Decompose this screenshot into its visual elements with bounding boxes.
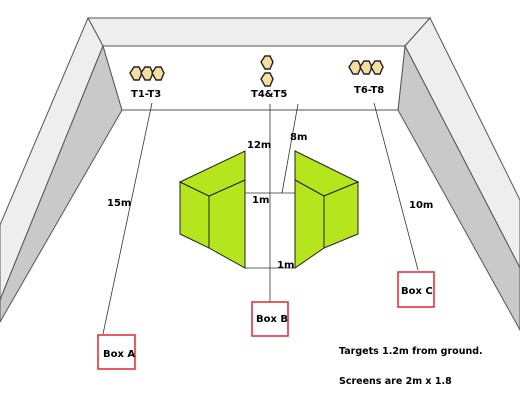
target-t5-icon xyxy=(260,72,274,87)
line-box-c xyxy=(373,102,419,271)
target-t1-icon xyxy=(129,66,143,81)
box-a-outline xyxy=(97,334,136,370)
box-b-label: Box B xyxy=(256,314,288,325)
box-c-label: Box C xyxy=(401,286,433,297)
back-wall-top xyxy=(87,17,432,47)
distance-lines xyxy=(102,102,419,335)
note-screen-size: Screens are 2m x 1.8 xyxy=(339,376,452,387)
left-wall-top xyxy=(0,16,104,301)
targets-left-hexagons xyxy=(129,66,165,81)
box-b-outline xyxy=(251,301,289,337)
target-t8-icon xyxy=(370,60,384,75)
target-label-right: T6-T8 xyxy=(354,85,384,96)
target-t2-icon xyxy=(140,66,154,81)
target-label-center: T4&T5 xyxy=(251,89,287,100)
box-b: Box B xyxy=(251,301,289,337)
box-a: Box A xyxy=(97,334,136,370)
line-box-a xyxy=(102,102,153,335)
distance-center-right: 8m xyxy=(290,132,307,143)
distance-box-b-top: 12m xyxy=(247,140,271,151)
line-center-right xyxy=(281,103,299,194)
targets-center-hexagons xyxy=(260,55,274,87)
screen-right-outer xyxy=(323,181,359,249)
screen-left-back xyxy=(178,150,246,197)
target-t4-icon xyxy=(260,55,274,70)
distance-box-c: 10m xyxy=(409,200,433,211)
targets-right-hexagons xyxy=(348,60,384,75)
right-wall-top xyxy=(404,17,520,269)
note-targets-height: Targets 1.2m from ground. xyxy=(339,346,483,357)
target-label-left: T1-T3 xyxy=(131,89,161,100)
target-t3-icon xyxy=(151,66,165,81)
box-c: Box C xyxy=(397,271,435,308)
back-wall-face xyxy=(102,45,406,111)
screens xyxy=(178,150,360,269)
distance-inner-bottom: 1m xyxy=(277,260,294,271)
target-t7-icon xyxy=(359,60,373,75)
box-c-outline xyxy=(397,271,435,308)
screen-right-inner xyxy=(294,179,325,269)
box-a-label: Box A xyxy=(103,349,135,360)
perimeter-walls xyxy=(0,16,520,332)
distance-box-a: 15m xyxy=(107,198,131,209)
distance-inner-top: 1m xyxy=(252,195,269,206)
target-t6-icon xyxy=(348,60,362,75)
